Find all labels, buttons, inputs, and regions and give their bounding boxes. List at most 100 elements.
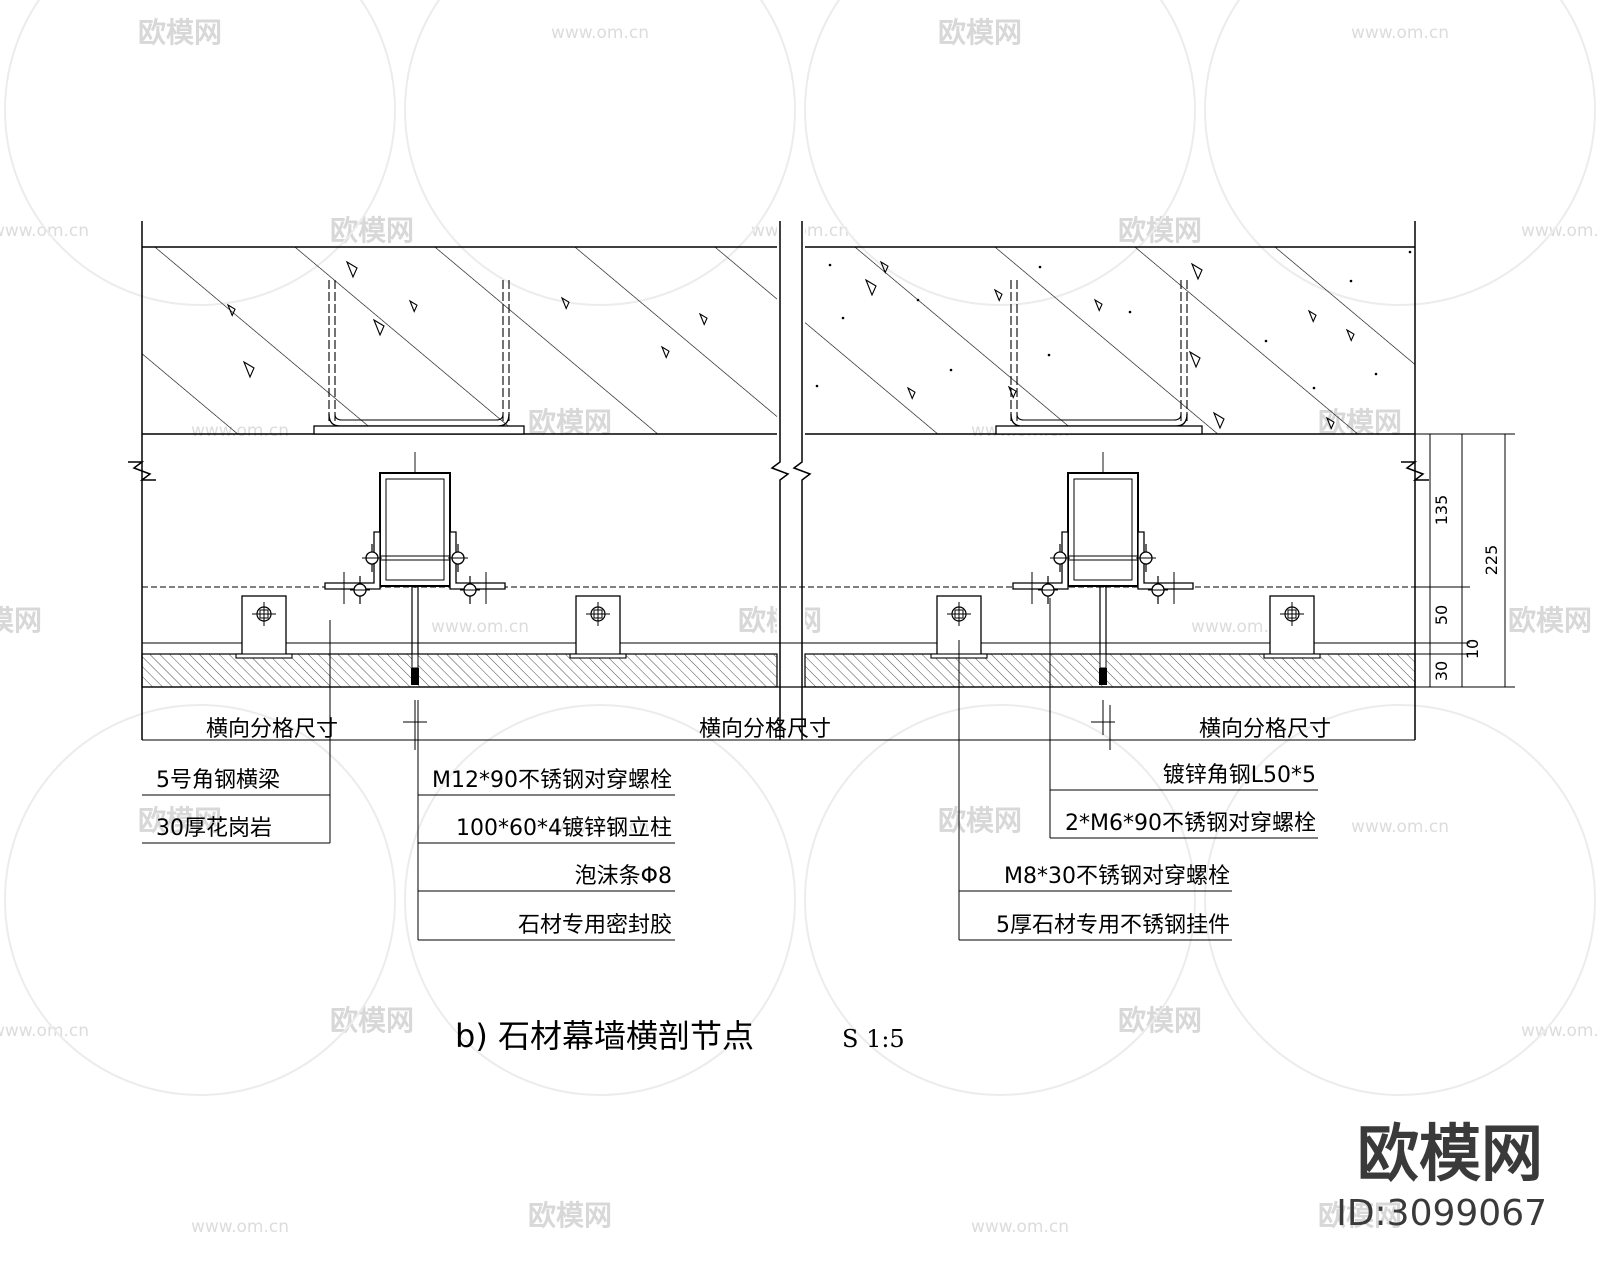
- brand-mark: 欧模网 ID:3099067: [1336, 1117, 1547, 1234]
- watermark-url: www.om.cn: [1521, 221, 1600, 241]
- watermark-circle: [404, 704, 796, 1096]
- aggregate-dot: [1047, 353, 1051, 357]
- aggregate-mark: [879, 260, 889, 274]
- aggregate-mark: [906, 386, 916, 400]
- concrete-aggregate-marks: [226, 250, 1412, 430]
- aggregate-dot: [1408, 250, 1412, 254]
- angle-bracket-left: [324, 531, 381, 590]
- span-label-left: 横向分格尺寸: [206, 717, 338, 742]
- watermark-brand: 欧模网: [938, 804, 1022, 837]
- drawing-scale: S 1:5: [842, 1025, 905, 1053]
- span-label-center: 横向分格尺寸: [699, 717, 831, 742]
- callout-foam-rod: 泡沫条Φ8: [575, 864, 672, 889]
- steel-framing: [235, 452, 1321, 735]
- aggregate-mark: [1093, 298, 1103, 312]
- watermark-brand: 欧模网: [1118, 1004, 1202, 1037]
- dim-30: 30: [1432, 661, 1451, 681]
- watermark-url: www.om.cn: [971, 1217, 1069, 1237]
- callout-angle-beam: 5号角钢横梁: [156, 768, 280, 793]
- anchor-loop-inner: [334, 413, 504, 421]
- dim-50: 50: [1432, 605, 1451, 625]
- dim-225: 225: [1482, 545, 1501, 576]
- aggregate-mark: [226, 303, 236, 317]
- aggregate-dot: [828, 263, 832, 267]
- break-lines: [128, 221, 1429, 741]
- aggregate-dot: [841, 316, 845, 320]
- span-label-right: 横向分格尺寸: [1199, 717, 1331, 742]
- aggregate-dot: [1128, 310, 1132, 314]
- watermark-url: www.om.cn: [0, 1021, 89, 1041]
- dimension-texts: 横向分格尺寸 横向分格尺寸 横向分格尺寸 135 225 50 10 30: [206, 495, 1501, 742]
- aggregate-dot: [1349, 279, 1353, 283]
- aggregate-mark: [560, 296, 570, 310]
- watermark-url: www.om.cn: [0, 221, 89, 241]
- watermark-url: www.om.cn: [191, 1217, 289, 1237]
- aggregate-mark: [1325, 416, 1335, 430]
- aggregate-dot: [815, 384, 819, 388]
- callout-steel-post: 100*60*4镀锌钢立柱: [456, 816, 672, 841]
- angle-bracket-left: [1012, 531, 1069, 590]
- callout-granite: 30厚花岗岩: [156, 816, 272, 841]
- aggregate-mark: [408, 299, 418, 313]
- drawing-title-block: b) 石材幕墙横剖节点 S 1:5: [455, 1017, 905, 1055]
- watermark-brand: 欧模网: [938, 16, 1022, 49]
- dimension-lines: [142, 433, 1515, 750]
- watermark-url: www.om.cn: [431, 617, 529, 637]
- callout-m12-bolt: M12*90不锈钢对穿螺栓: [432, 768, 672, 793]
- aggregate-dot: [1264, 339, 1268, 343]
- aggregate-mark: [1188, 350, 1201, 369]
- stone-cladding: [141, 586, 1416, 688]
- callout-m6-bolt: 2*M6*90不锈钢对穿螺栓: [1065, 811, 1316, 836]
- aggregate-mark: [345, 260, 358, 279]
- callout-labels: 5号角钢横梁 30厚花岗岩 M12*90不锈钢对穿螺栓 100*60*4镀锌钢立…: [156, 763, 1316, 938]
- watermark-brand: 欧模网: [1318, 1199, 1402, 1232]
- watermark-brand: 欧模网: [138, 16, 222, 49]
- aggregate-dot: [1312, 386, 1316, 390]
- watermark-circle: [804, 704, 1196, 1096]
- foam-rod: [1099, 653, 1107, 669]
- steel-post-outer: [1067, 472, 1139, 587]
- aggregate-mark: [1190, 262, 1203, 281]
- watermark-brand: 欧模网: [528, 1199, 612, 1232]
- watermark-url: www.om.cn: [551, 23, 649, 43]
- aggregate-mark: [1212, 411, 1225, 430]
- aggregate-mark: [698, 312, 708, 326]
- watermark-circle: [4, 704, 396, 1096]
- watermark-brand: 欧模网: [0, 604, 42, 637]
- angle-bracket-right: [1137, 531, 1194, 590]
- aggregate-mark: [1307, 309, 1317, 323]
- aggregate-mark: [372, 318, 385, 337]
- brand-id: ID:3099067: [1336, 1193, 1547, 1234]
- hanger-base: [569, 653, 627, 659]
- aggregate-mark: [864, 278, 877, 297]
- aggregate-dot: [949, 368, 953, 372]
- watermark-brand: 欧模网: [1508, 604, 1592, 637]
- steel-post-inner: [1073, 478, 1133, 581]
- hanger-base: [1263, 653, 1321, 659]
- aggregate-mark: [993, 288, 1003, 302]
- aggregate-dot: [916, 298, 920, 302]
- steel-post-outer: [379, 472, 451, 587]
- callout-sealant: 石材专用密封胶: [518, 913, 672, 938]
- watermark-circle: [1204, 704, 1596, 1096]
- watermark-url: www.om.cn: [551, 817, 649, 837]
- watermark-url: www.om.cn: [1351, 23, 1449, 43]
- aggregate-mark: [242, 360, 255, 379]
- sealant-joint: [411, 668, 419, 685]
- sealant-joint: [1099, 668, 1107, 685]
- watermark-url: www.om.cn: [1191, 617, 1289, 637]
- watermark-brand: 欧模网: [1118, 214, 1202, 247]
- dim-135: 135: [1432, 495, 1451, 526]
- brand-logo-text: 欧模网: [1357, 1117, 1543, 1190]
- steel-post-inner: [385, 478, 445, 581]
- embedded-plate: [995, 425, 1203, 435]
- angle-bracket-right: [449, 531, 506, 590]
- aggregate-mark: [660, 345, 670, 359]
- aggregate-dot: [1374, 372, 1378, 376]
- drawing-title: b) 石材幕墙横剖节点: [455, 1017, 754, 1055]
- aggregate-dot: [1038, 265, 1042, 269]
- embedded-anchor-plates: [313, 280, 1203, 435]
- foam-rod: [411, 653, 419, 669]
